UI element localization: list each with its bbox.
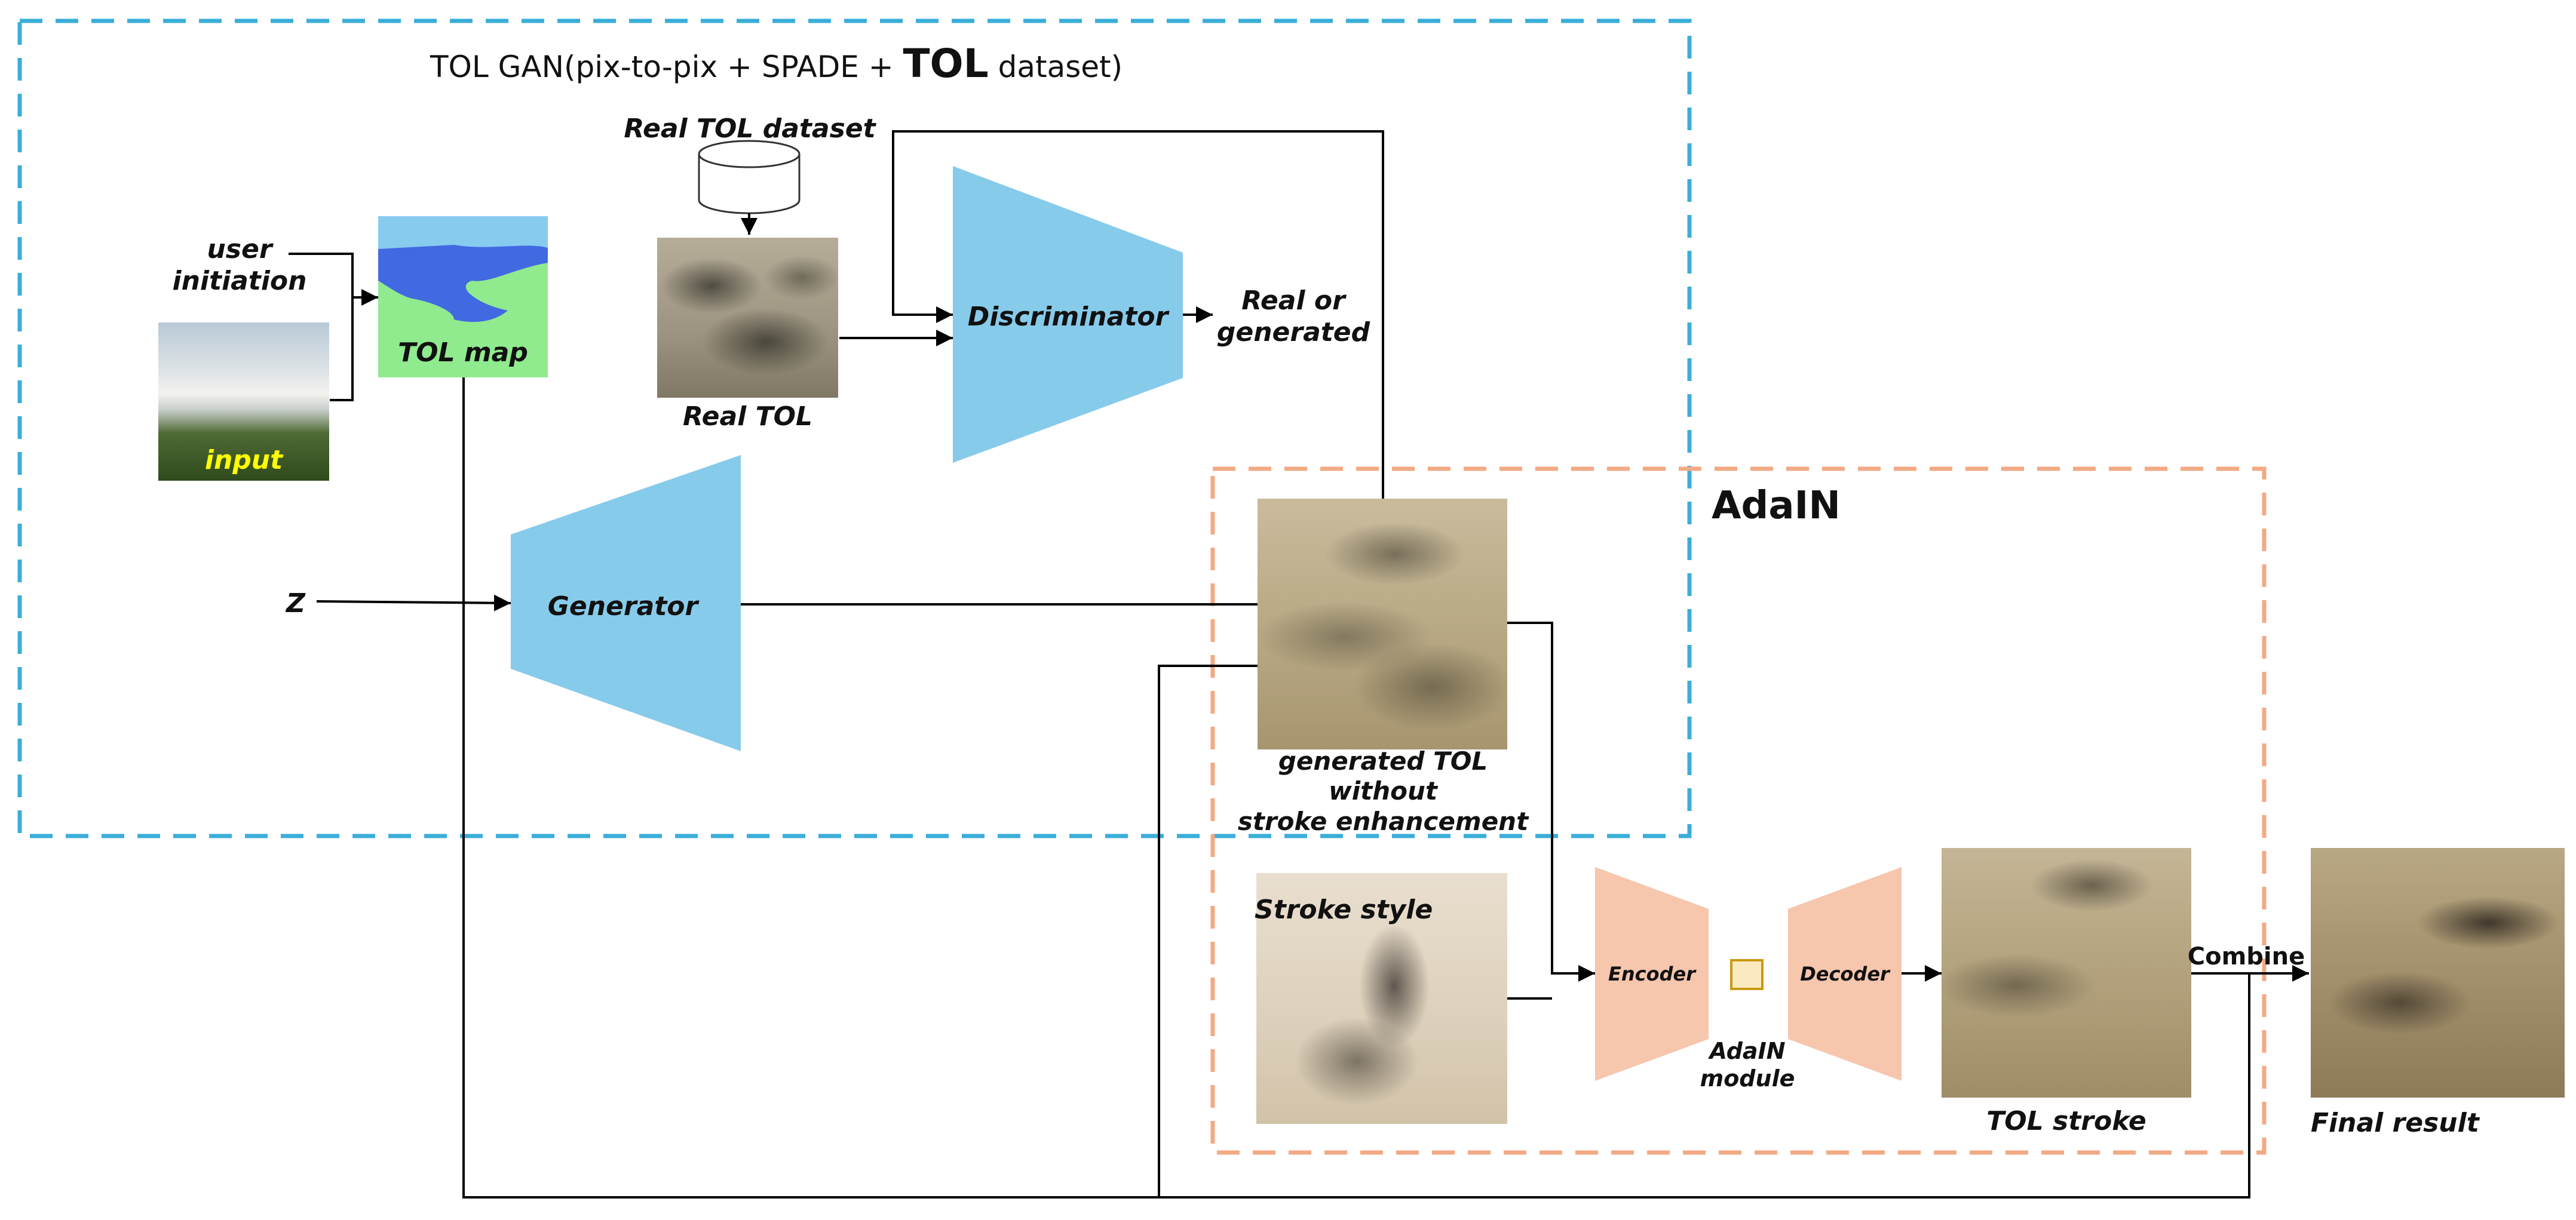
decoder-label: Decoder [1800,963,1890,985]
real-or-generated-label: Real or generated [1216,285,1370,348]
encoder-trapezoid [1595,867,1709,1081]
tol-map-image [378,216,548,377]
tol-gan-title-emph: TOL [903,41,989,87]
discriminator-trapezoid [953,166,1183,463]
combine-label: Combine [2187,943,2305,970]
real-tol-dataset-label: Real TOL dataset [624,113,876,144]
generated-tol-image [1258,499,1507,749]
z-label: Z [286,588,305,619]
stroke-style-image [1256,873,1507,1124]
generator-label: Generator [547,591,698,622]
generator-trapezoid [511,455,741,751]
real-tol-label: Real TOL [682,401,813,432]
adain-module-label: AdaIN module [1700,1038,1795,1092]
tol-gan-box [17,19,1692,838]
discriminator-label: Discriminator [967,302,1169,332]
tol-gan-title-prefix: TOL GAN(pix-to-pix + SPADE + [430,50,903,84]
adain-box [1210,466,2267,1155]
adain-title: AdaIN [1712,484,1841,528]
adain-module-square [1730,959,1764,990]
tol-gan-title-suffix: dataset) [988,50,1123,84]
final-result-image [2311,848,2565,1098]
real-tol-image [657,238,838,398]
connectors [289,130,2309,1199]
encoder-label: Encoder [1608,963,1695,985]
tol-stroke-label: TOL stroke [1986,1106,2146,1136]
input-photo [158,322,329,481]
database-icon [698,140,801,214]
tol-map-label: TOL map [398,337,528,368]
user-initiation-label: user initiation [172,234,307,296]
final-result-label: Final result [2311,1108,2479,1138]
input-label: input [204,445,283,475]
tol-gan-title: TOL GAN(pix-to-pix + SPADE + TOL dataset… [430,41,1123,87]
decoder-trapezoid [1788,867,1902,1081]
tol-stroke-image [1942,848,2191,1098]
stroke-style-label: Stroke style [1255,895,1433,925]
generated-tol-label: generated TOL without stroke enhancement [1237,746,1529,836]
